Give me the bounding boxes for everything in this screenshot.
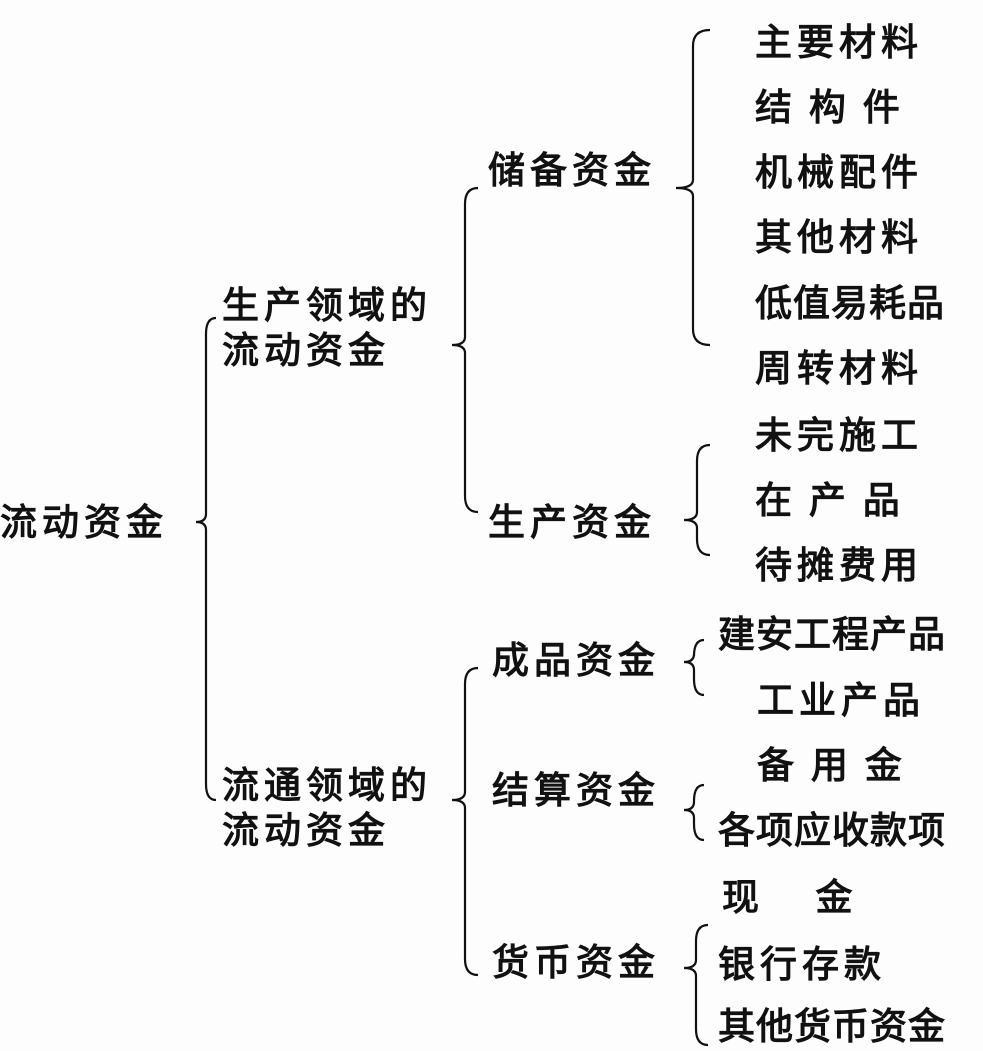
leaf-item: 银行存款	[718, 943, 886, 986]
node-finished-goods-funds: 成品资金	[492, 639, 660, 682]
brace-monetary	[683, 923, 709, 1047]
brace-production-domain	[451, 186, 479, 514]
leaf-item: 备 用 金	[757, 744, 904, 787]
node-production-funds: 生产资金	[488, 501, 656, 544]
brace-finished-goods	[683, 638, 705, 697]
leaf-item: 工业产品	[757, 679, 925, 722]
branch-production-line1: 生产领域的	[222, 284, 432, 327]
leaf-item: 建安工程产品	[718, 613, 946, 656]
leaf-item: 结 构 件	[755, 86, 902, 129]
leaf-item: 机械配件	[755, 151, 923, 194]
leaf-item: 未完施工	[755, 414, 923, 457]
leaf-item: 其他材料	[755, 216, 923, 259]
brace-circulation-domain	[451, 666, 479, 977]
leaf-item: 低值易耗品	[755, 282, 945, 325]
leaf-item: 各项应收款项	[718, 809, 946, 852]
branch-circulation-line2: 流动资金	[222, 809, 390, 852]
leaf-item: 现 金	[722, 876, 854, 919]
node-monetary-funds: 货币资金	[492, 941, 660, 984]
leaf-item: 在 产 品	[755, 479, 902, 522]
node-settlement-funds: 结算资金	[492, 769, 660, 812]
brace-reserve-funds	[675, 28, 711, 347]
leaf-item: 其他货币资金	[718, 1005, 946, 1048]
node-reserve-funds: 储备资金	[488, 149, 656, 192]
brace-settlement	[683, 783, 705, 842]
leaf-item: 周转材料	[755, 347, 923, 390]
brace-root	[195, 316, 217, 802]
leaf-item: 主要材料	[755, 21, 923, 64]
leaf-item: 待摊费用	[755, 544, 923, 587]
branch-production-line2: 流动资金	[222, 329, 390, 372]
brace-production-funds	[683, 443, 711, 557]
branch-circulation-line1: 流通领域的	[222, 764, 432, 807]
root-node: 流动资金	[0, 501, 168, 544]
